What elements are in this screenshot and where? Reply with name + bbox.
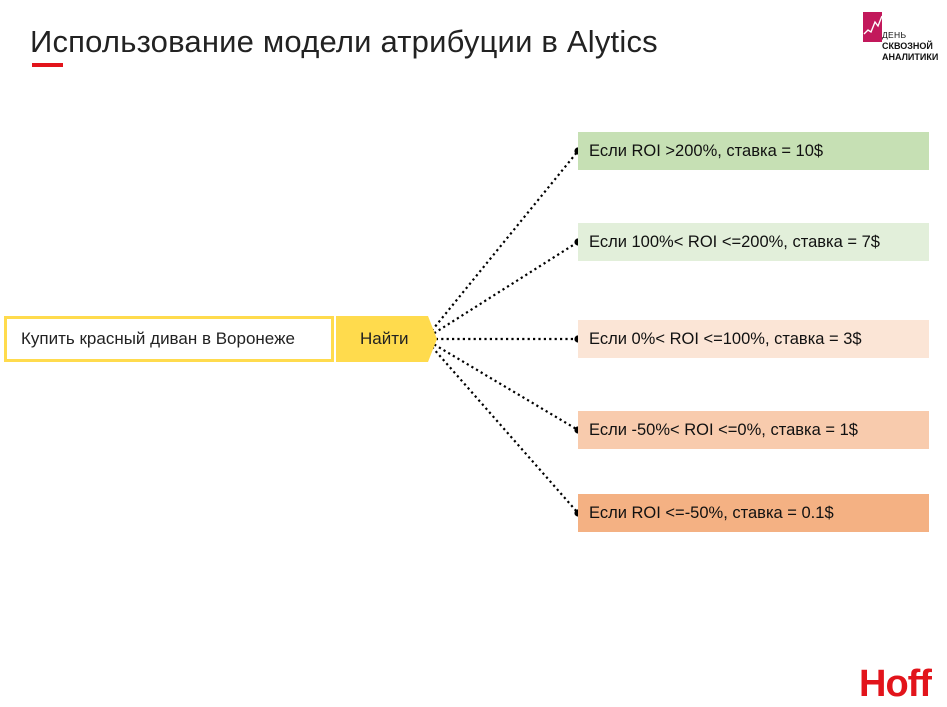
hoff-logo: Hoff bbox=[859, 663, 933, 704]
rule-roi-100-200: Если 100%< ROI <=200%, ставка = 7$ bbox=[578, 223, 929, 261]
title-accent-bar bbox=[32, 63, 63, 67]
search-button[interactable] bbox=[336, 316, 438, 362]
event-logo: ДЕНЬ СКВОЗНОЙ АНАЛИТИКИ bbox=[862, 10, 944, 66]
connector-line-5 bbox=[424, 338, 579, 514]
event-logo-icon bbox=[863, 12, 883, 42]
event-logo-line2: СКВОЗНОЙ bbox=[882, 41, 933, 51]
connector-line-4 bbox=[424, 338, 579, 431]
event-logo-mark-line bbox=[863, 15, 883, 35]
slide-title: Использование модели атрибуции в Alytics bbox=[30, 24, 658, 59]
connector-line-1 bbox=[424, 150, 579, 340]
rule-roi-below-minus50: Если ROI <=-50%, ставка = 0.1$ bbox=[578, 494, 929, 532]
event-logo-line3: АНАЛИТИКИ bbox=[882, 52, 939, 62]
rule-roi-above-200: Если ROI >200%, ставка = 10$ bbox=[578, 132, 929, 170]
search-button-shape bbox=[336, 316, 437, 362]
rule-roi-0-100: Если 0%< ROI <=100%, ставка = 3$ bbox=[578, 320, 929, 358]
connector-line-2 bbox=[424, 241, 579, 340]
search-input[interactable]: Купить красный диван в Воронеже bbox=[4, 316, 334, 362]
event-logo-line1: ДЕНЬ bbox=[882, 30, 907, 40]
event-logo-text: ДЕНЬ СКВОЗНОЙ АНАЛИТИКИ bbox=[882, 30, 938, 63]
hoff-logo-text: Hoff bbox=[859, 663, 932, 704]
rule-roi-minus50-0: Если -50%< ROI <=0%, ставка = 1$ bbox=[578, 411, 929, 449]
search-button-label: Найти bbox=[360, 329, 409, 348]
